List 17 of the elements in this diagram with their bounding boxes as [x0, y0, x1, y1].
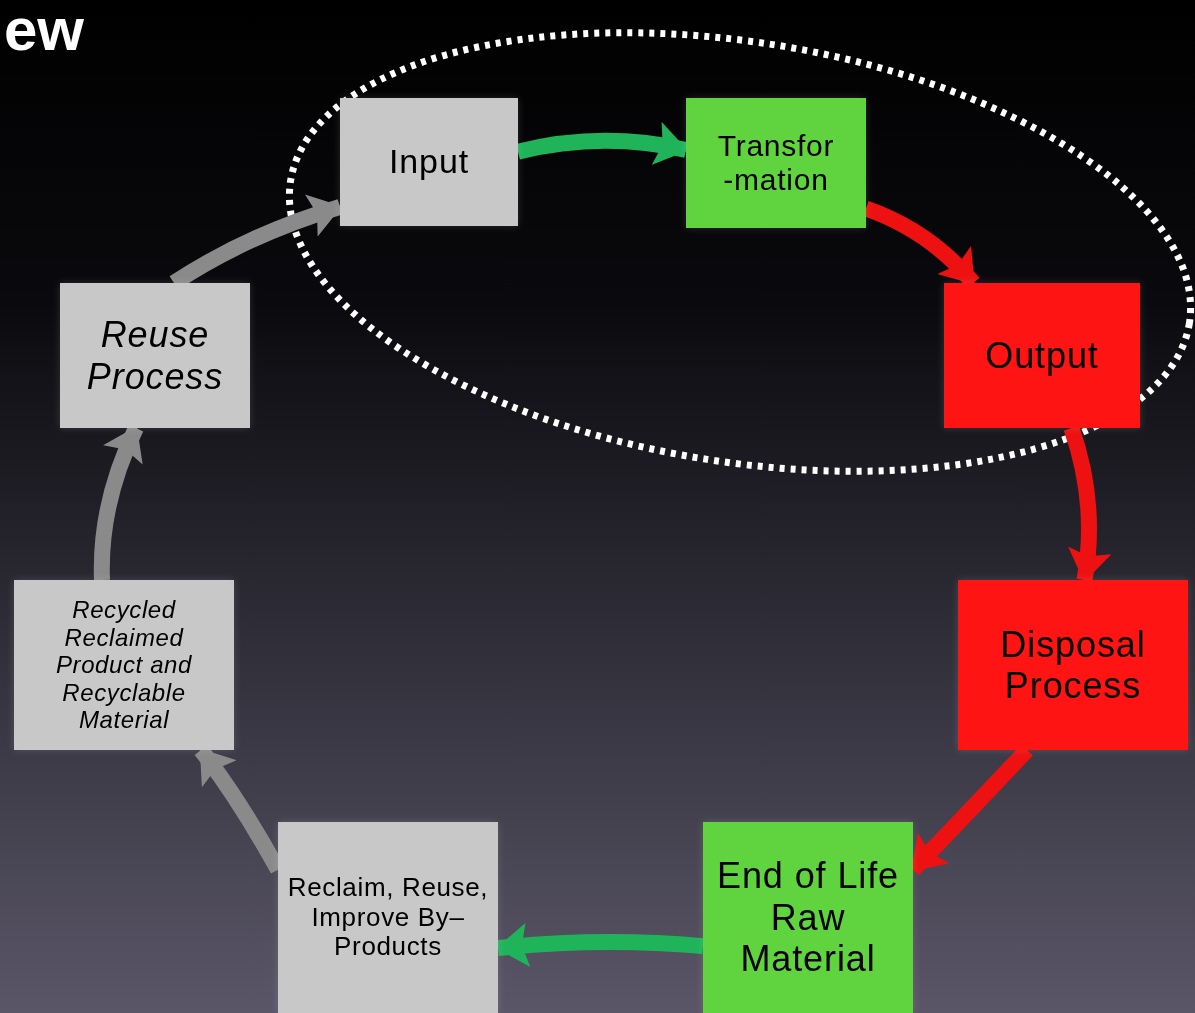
process-box	[703, 822, 913, 1013]
box-label: Output	[985, 334, 1099, 377]
process-box	[686, 98, 866, 228]
box-label: Disposal Process	[999, 623, 1147, 707]
process-box	[340, 98, 518, 226]
box-label: Reuse Process	[85, 314, 225, 397]
box-label: End of Life Raw Material	[715, 855, 901, 980]
box-label: Recycled Reclaimed Product and Recyclable Material	[54, 596, 193, 734]
title: ew	[4, 0, 85, 60]
box-label: Transfor -mation	[716, 128, 836, 198]
process-box	[958, 580, 1188, 750]
process-box	[278, 822, 498, 1013]
box-label: Input	[389, 142, 469, 182]
process-box	[14, 580, 234, 750]
process-box	[944, 283, 1140, 428]
box-label: Reclaim, Reuse, Improve By– Products	[286, 872, 490, 963]
process-box	[60, 283, 250, 428]
